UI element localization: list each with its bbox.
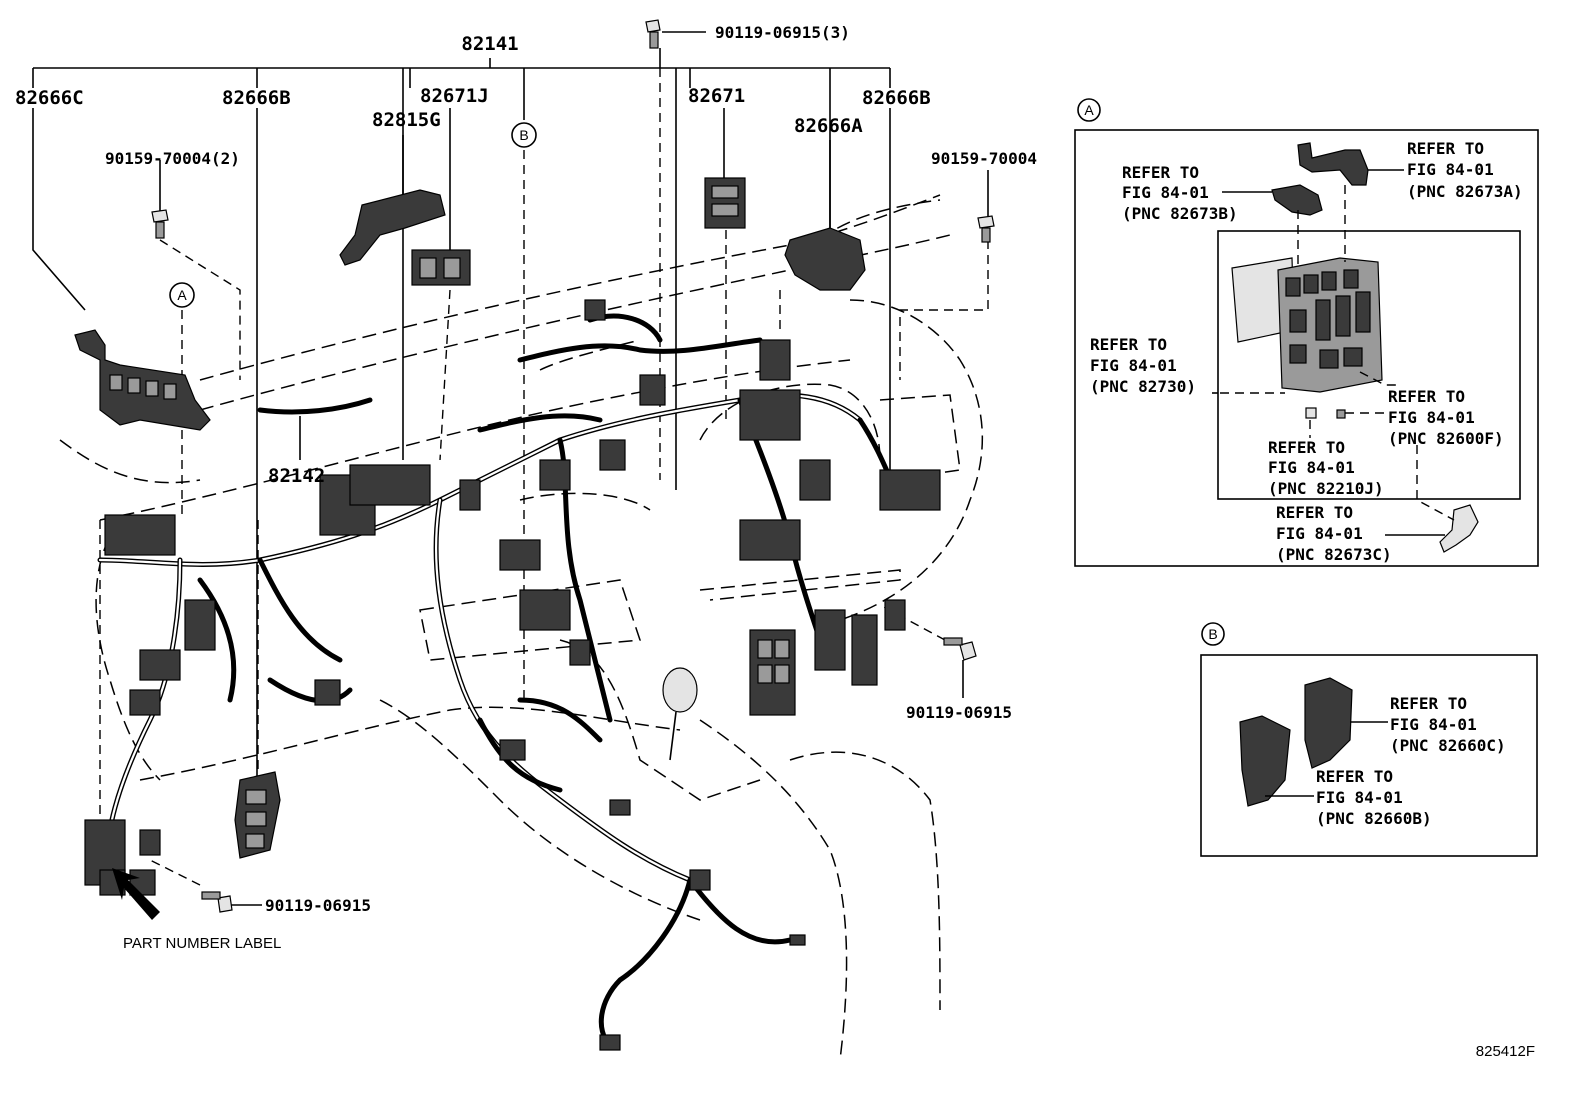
inset-a-letter: A [1084,102,1094,118]
svg-text:REFER TO: REFER TO [1390,694,1467,713]
svg-text:(PNC 82210J): (PNC 82210J) [1268,479,1384,498]
svg-text:REFER TO: REFER TO [1316,767,1393,786]
svg-text:FIG 84-01: FIG 84-01 [1268,458,1355,477]
svg-text:REFER TO: REFER TO [1090,335,1167,354]
svg-text:FIG 84-01: FIG 84-01 [1390,715,1477,734]
inset-a: A REFER TO FIG 84-01 (PNC [1074,98,1539,567]
part-number-label-text: PART NUMBER LABEL [123,935,281,952]
svg-text:(PNC 82673B): (PNC 82673B) [1122,204,1238,223]
label-82666c: 82666C [15,87,84,109]
inset-b: B REFER TO FIG 84-01 (PNC 82660C) REFER … [1200,622,1538,857]
label-bolt-right: 90119-06915 [906,703,1012,722]
label-bolt-top: 90119-06915(3) [715,23,850,42]
leader-lines [32,31,989,906]
svg-text:(PNC 82600F): (PNC 82600F) [1388,429,1504,448]
bolt-top-icon [645,19,661,49]
bolt-bottom-icon [201,891,233,913]
dashboard-outline [59,194,984,1061]
label-82671j: 82671J [420,85,489,107]
svg-text:REFER TO: REFER TO [1122,163,1199,182]
svg-text:REFER TO: REFER TO [1268,438,1345,457]
cover-82673c-icon [1439,504,1479,553]
part-82671 [704,177,746,229]
svg-text:FIG 84-01: FIG 84-01 [1388,408,1475,427]
svg-text:FIG 84-01: FIG 84-01 [1316,788,1403,807]
svg-text:FIG 84-01: FIG 84-01 [1090,356,1177,375]
cover-82673b-icon [1271,184,1323,216]
cover-82673a-icon [1297,142,1369,186]
fuse-82600f-icon [1336,409,1346,419]
svg-text:(PNC 82660B): (PNC 82660B) [1316,809,1432,828]
part-82815g [339,189,446,266]
svg-text:FIG 84-01: FIG 84-01 [1276,524,1363,543]
callout-a-main: A [169,282,195,308]
svg-text:(PNC 82660C): (PNC 82660C) [1390,736,1506,755]
wire-harness [97,313,903,1048]
svg-text:REFER TO: REFER TO [1407,139,1484,158]
svg-text:REFER TO: REFER TO [1276,503,1353,522]
label-82666b-right: 82666B [862,87,931,109]
label-82142: 82142 [268,465,325,487]
junction-block-82666c [74,329,211,431]
connector-82660b-icon [1239,715,1291,807]
bolt-90159-2-icon [151,209,169,239]
label-bolt-90159-2: 90159-70004(2) [105,149,240,168]
svg-text:FIG 84-01: FIG 84-01 [1122,183,1209,202]
harness-connectors [104,299,941,1051]
label-bolt-90159: 90159-70004 [931,149,1037,168]
fuse-82210j-icon [1305,407,1317,419]
connector-82660c-icon [1304,677,1353,769]
arrow-icon [112,868,160,920]
part-82666b-left [234,771,281,859]
label-82671: 82671 [688,85,745,107]
svg-text:(PNC 82673A): (PNC 82673A) [1407,182,1523,201]
bolts [151,19,995,913]
bolt-right-icon [943,637,977,661]
svg-text:FIG 84-01: FIG 84-01 [1407,160,1494,179]
svg-text:(PNC 82673C): (PNC 82673C) [1276,545,1392,564]
part-82671j [411,249,471,286]
shift-lever [662,667,698,761]
diagram-id: 825412F [1476,1043,1535,1060]
part-82666b-right [749,599,906,716]
svg-text:(PNC 82730): (PNC 82730) [1090,377,1196,396]
label-82141: 82141 [461,33,518,55]
svg-text:REFER TO: REFER TO [1388,387,1465,406]
svg-text:B: B [519,127,528,143]
bolt-90159-icon [977,215,995,243]
label-82815g: 82815G [372,109,441,131]
label-bolt-bottom: 90119-06915 [265,896,371,915]
label-82666b-left: 82666B [222,87,291,109]
svg-text:A: A [177,287,187,303]
label-82666a: 82666A [794,115,863,137]
inset-b-letter: B [1208,626,1217,642]
part-82666a [784,227,866,291]
callout-b-main: B [511,122,537,148]
part-labels: 82141 82666C 82666B 82671J 82815G 82671 … [15,23,1535,1060]
